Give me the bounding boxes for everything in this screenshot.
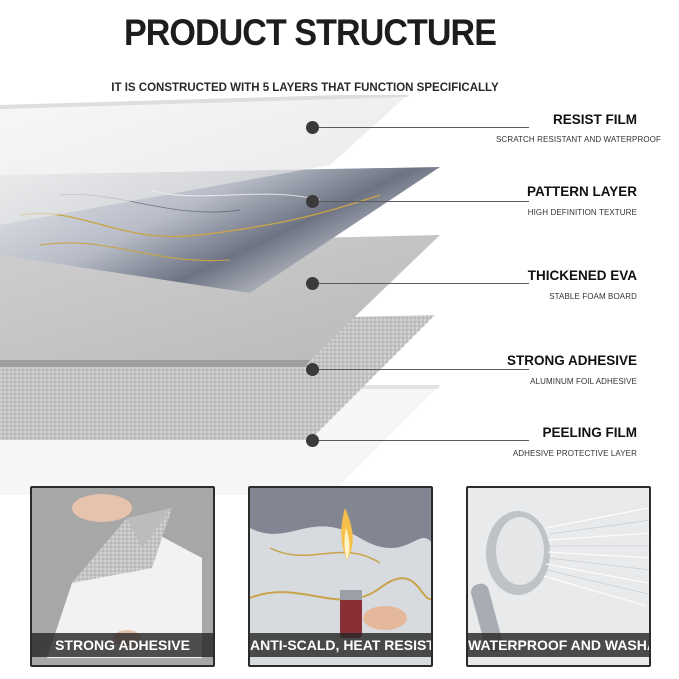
layer-3-desc: STABLE FOAM BOARD [549,292,637,301]
feature-label-heat: ANTI-SCALD, HEAT RESISTANT [250,633,431,657]
layer-3-name: THICKENED EVA [527,268,637,283]
layer-4-desc: ALUMINUM FOIL ADHESIVE [530,377,637,386]
layer-1-marker [306,121,319,134]
layers-illustration [0,95,440,495]
layer-1-leader [319,127,529,128]
layer-2-marker [306,195,319,208]
layer-5-marker [306,434,319,447]
page-title: PRODUCT STRUCTURE [123,12,497,53]
layer-5-leader [319,440,529,441]
feature-card-heat: ANTI-SCALD, HEAT RESISTANT [248,486,433,667]
page-subtitle: IT IS CONSTRUCTED WITH 5 LAYERS THAT FUN… [111,82,499,94]
layer-5-name: PEELING FILM [542,425,638,440]
layer-1-desc: SCRATCH RESISTANT AND WATERPROOF [496,135,661,144]
layer-4-name: STRONG ADHESIVE [506,353,637,368]
layer-3-marker [306,277,319,290]
resist-film-sheet [0,95,408,225]
feature-label-adhesive: STRONG ADHESIVE [32,633,213,657]
feature-card-waterproof: WATERPROOF AND WASHABLE [466,486,651,667]
layer-5-desc: ADHESIVE PROTECTIVE LAYER [512,449,637,458]
layer-4-marker [306,363,319,376]
layer-2-desc: HIGH DEFINITION TEXTURE [527,208,637,217]
layer-4-leader [319,369,529,370]
layer-3-leader [319,283,529,284]
layer-1-name: RESIST FILM [553,112,637,127]
feature-label-waterproof: WATERPROOF AND WASHABLE [468,633,649,657]
layer-2-name: PATTERN LAYER [526,184,637,199]
feature-card-adhesive: STRONG ADHESIVE [30,486,215,667]
layer-2-leader [319,201,529,202]
